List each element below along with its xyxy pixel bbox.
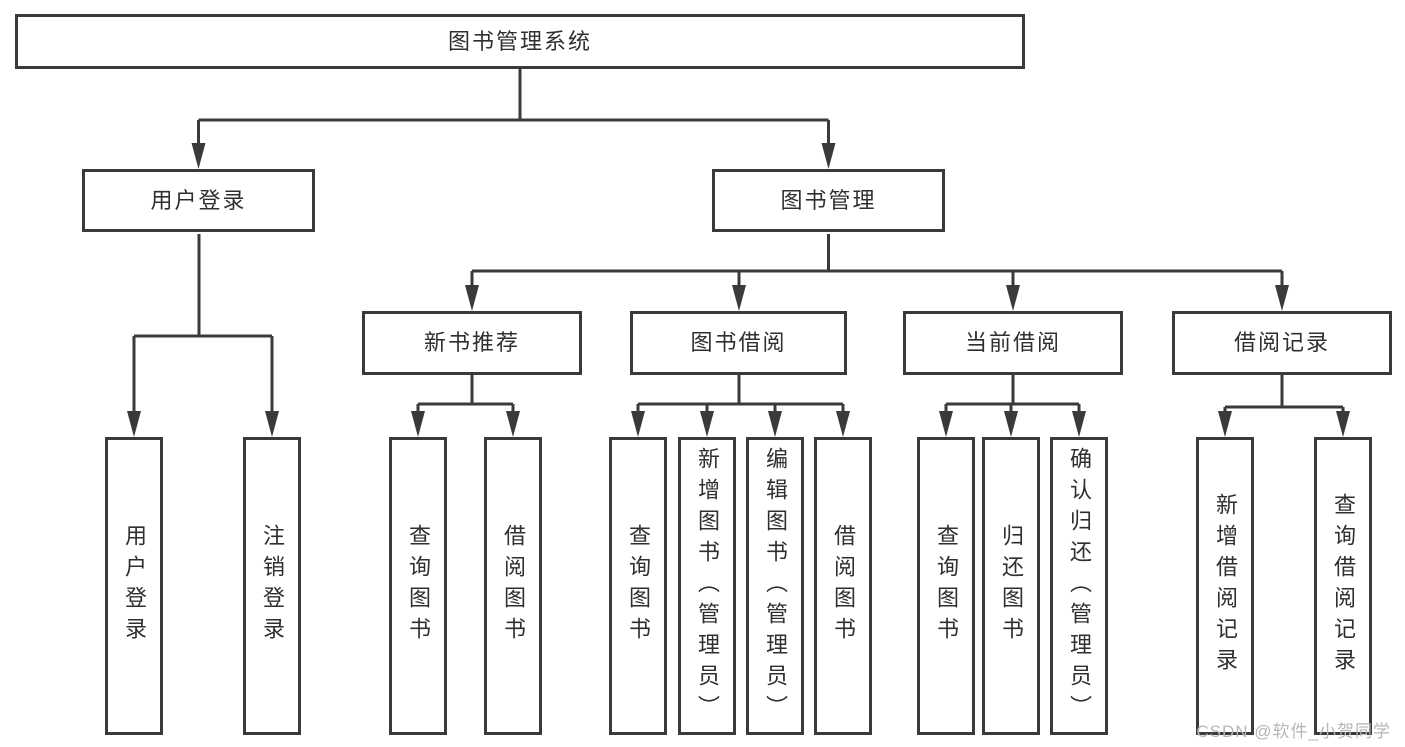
node-label: 用户登录 [122, 524, 147, 648]
arrowhead [836, 411, 850, 437]
leaf-edit-books-admin: 编辑图书（管理员） [746, 437, 804, 735]
leaf-add-books-admin: 新增图书（管理员） [678, 437, 736, 735]
node-label: 确认归还（管理员） [1067, 446, 1092, 726]
node-label: 用户登录 [150, 187, 247, 213]
arrowheads [127, 143, 1350, 437]
arrowhead [631, 411, 645, 437]
connector-userlogin-to-leaves [134, 234, 272, 338]
node-label: 借阅记录 [1233, 330, 1330, 355]
node-label: 图书借阅 [690, 330, 787, 355]
node-label: 当前借阅 [964, 330, 1061, 355]
csdn-watermark: CSDN @软件_小贺同学 [1196, 722, 1391, 741]
arrowhead [732, 285, 746, 311]
leaf-borrow-books: 借阅图书 [484, 437, 542, 735]
node-new-book-recommendation: 新书推荐 [362, 311, 582, 375]
connector-currentborrow-to-leaves [946, 375, 1079, 406]
node-user-login: 用户登录 [82, 169, 315, 232]
node-current-borrowing: 当前借阅 [903, 311, 1123, 375]
node-label: 查询借阅记录 [1331, 493, 1356, 679]
arrowhead [1218, 411, 1232, 437]
leaf-query-books: 查询图书 [609, 437, 667, 735]
node-label: 注销登录 [260, 524, 285, 648]
connector-newbook-to-leaves [418, 375, 513, 406]
arrowhead [821, 143, 836, 169]
leaf-add-borrow-record: 新增借阅记录 [1196, 437, 1254, 735]
node-label: 借阅图书 [831, 524, 856, 648]
connector-root-to-level2 [198, 69, 829, 122]
node-label: 编辑图书（管理员） [763, 446, 788, 726]
arrowhead [411, 411, 425, 437]
node-label: 查询图书 [406, 524, 431, 648]
arrowhead [265, 411, 279, 437]
connector-bookborrow-to-leaves [638, 375, 843, 406]
node-label: 借阅图书 [501, 524, 526, 648]
leaf-logout: 注销登录 [243, 437, 301, 735]
arrowhead [939, 411, 953, 437]
leaf-query-borrow-record: 查询借阅记录 [1314, 437, 1372, 735]
node-label: 查询图书 [934, 524, 959, 648]
arrowhead [506, 411, 520, 437]
node-label: 新增借阅记录 [1213, 493, 1238, 679]
leaf-confirm-return-admin: 确认归还（管理员） [1050, 437, 1108, 735]
node-library-management-system: 图书管理系统 [15, 14, 1025, 69]
node-label: 查询图书 [626, 524, 651, 648]
arrowhead [1336, 411, 1350, 437]
node-book-management: 图书管理 [712, 169, 945, 232]
leaf-query-books: 查询图书 [917, 437, 975, 735]
node-label: 归还图书 [999, 524, 1024, 648]
leaf-user-login: 用户登录 [105, 437, 163, 735]
arrowhead [1275, 285, 1289, 311]
node-label: 新增图书（管理员） [695, 446, 720, 726]
arrowhead [700, 411, 714, 437]
leaf-return-books: 归还图书 [982, 437, 1040, 735]
connector-bookmgmt-to-level3 [472, 234, 1282, 273]
arrowhead [1006, 285, 1020, 311]
leaf-borrow-books: 借阅图书 [814, 437, 872, 735]
node-borrowing-records: 借阅记录 [1172, 311, 1392, 375]
node-label: 新书推荐 [423, 330, 520, 355]
node-book-borrowing: 图书借阅 [630, 311, 847, 375]
arrowhead [1004, 411, 1018, 437]
leaf-query-books: 查询图书 [389, 437, 447, 735]
node-label: 图书管理 [780, 187, 877, 213]
node-label: 图书管理系统 [447, 28, 592, 54]
arrowhead [127, 411, 141, 437]
arrowhead [1072, 411, 1086, 437]
connector-records-to-leaves [1225, 375, 1343, 409]
arrowhead [465, 285, 479, 311]
arrowhead [768, 411, 782, 437]
arrowhead [191, 143, 206, 169]
